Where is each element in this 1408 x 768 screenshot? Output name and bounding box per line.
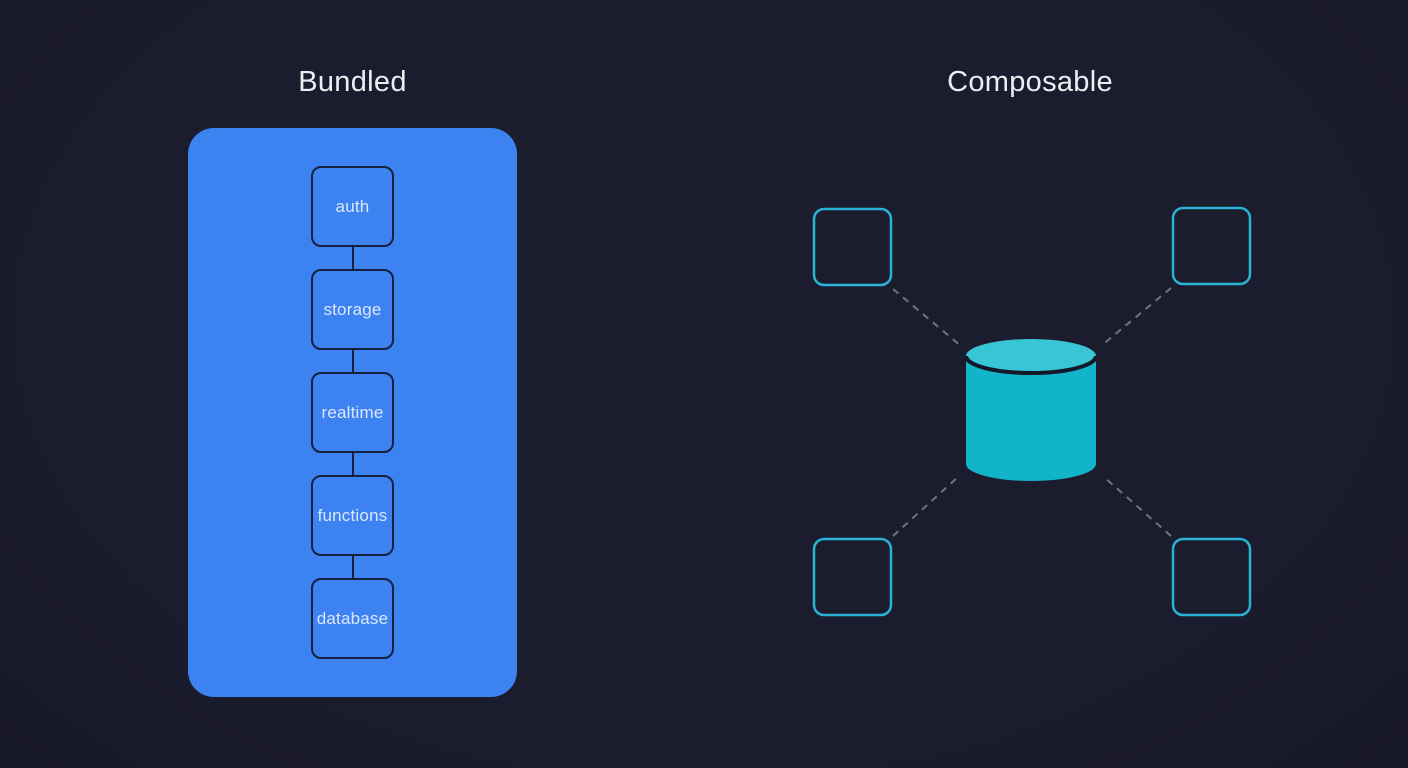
service-box-auth: auth: [311, 166, 394, 247]
cylinder-top: [966, 339, 1096, 373]
dashed-link-top-right: [1100, 287, 1172, 347]
bundled-container: auth storage realtime functions database: [188, 128, 517, 697]
service-connector: [351, 556, 354, 578]
service-connector: [351, 247, 354, 269]
service-connector: [351, 453, 354, 475]
dashed-link-bottom-right: [1103, 476, 1172, 537]
service-label-database: database: [316, 608, 389, 628]
cylinder-rim: [964, 355, 1098, 375]
node-square-top-right-icon: [1171, 206, 1252, 286]
dashed-link-bottom-left: [892, 476, 959, 537]
node-square-bottom-left-icon: [812, 537, 893, 617]
service-box-functions: functions: [311, 475, 394, 556]
service-connector: [351, 350, 354, 372]
service-label-functions: functions: [317, 505, 388, 525]
service-box-storage: storage: [311, 269, 394, 350]
cylinder-body: [966, 356, 1096, 481]
node-square-bottom-right-icon: [1171, 537, 1252, 617]
node-square-top-left-icon: [812, 207, 893, 287]
bundled-title: Bundled: [298, 66, 407, 98]
service-label-auth: auth: [335, 196, 370, 216]
dashed-link-top-left: [892, 288, 962, 347]
database-cylinder-icon: [964, 339, 1098, 481]
service-label-realtime: realtime: [321, 402, 384, 422]
service-label-storage: storage: [323, 299, 382, 319]
service-box-database: database: [311, 578, 394, 659]
composable-title: Composable: [947, 66, 1113, 98]
service-box-realtime: realtime: [311, 372, 394, 453]
